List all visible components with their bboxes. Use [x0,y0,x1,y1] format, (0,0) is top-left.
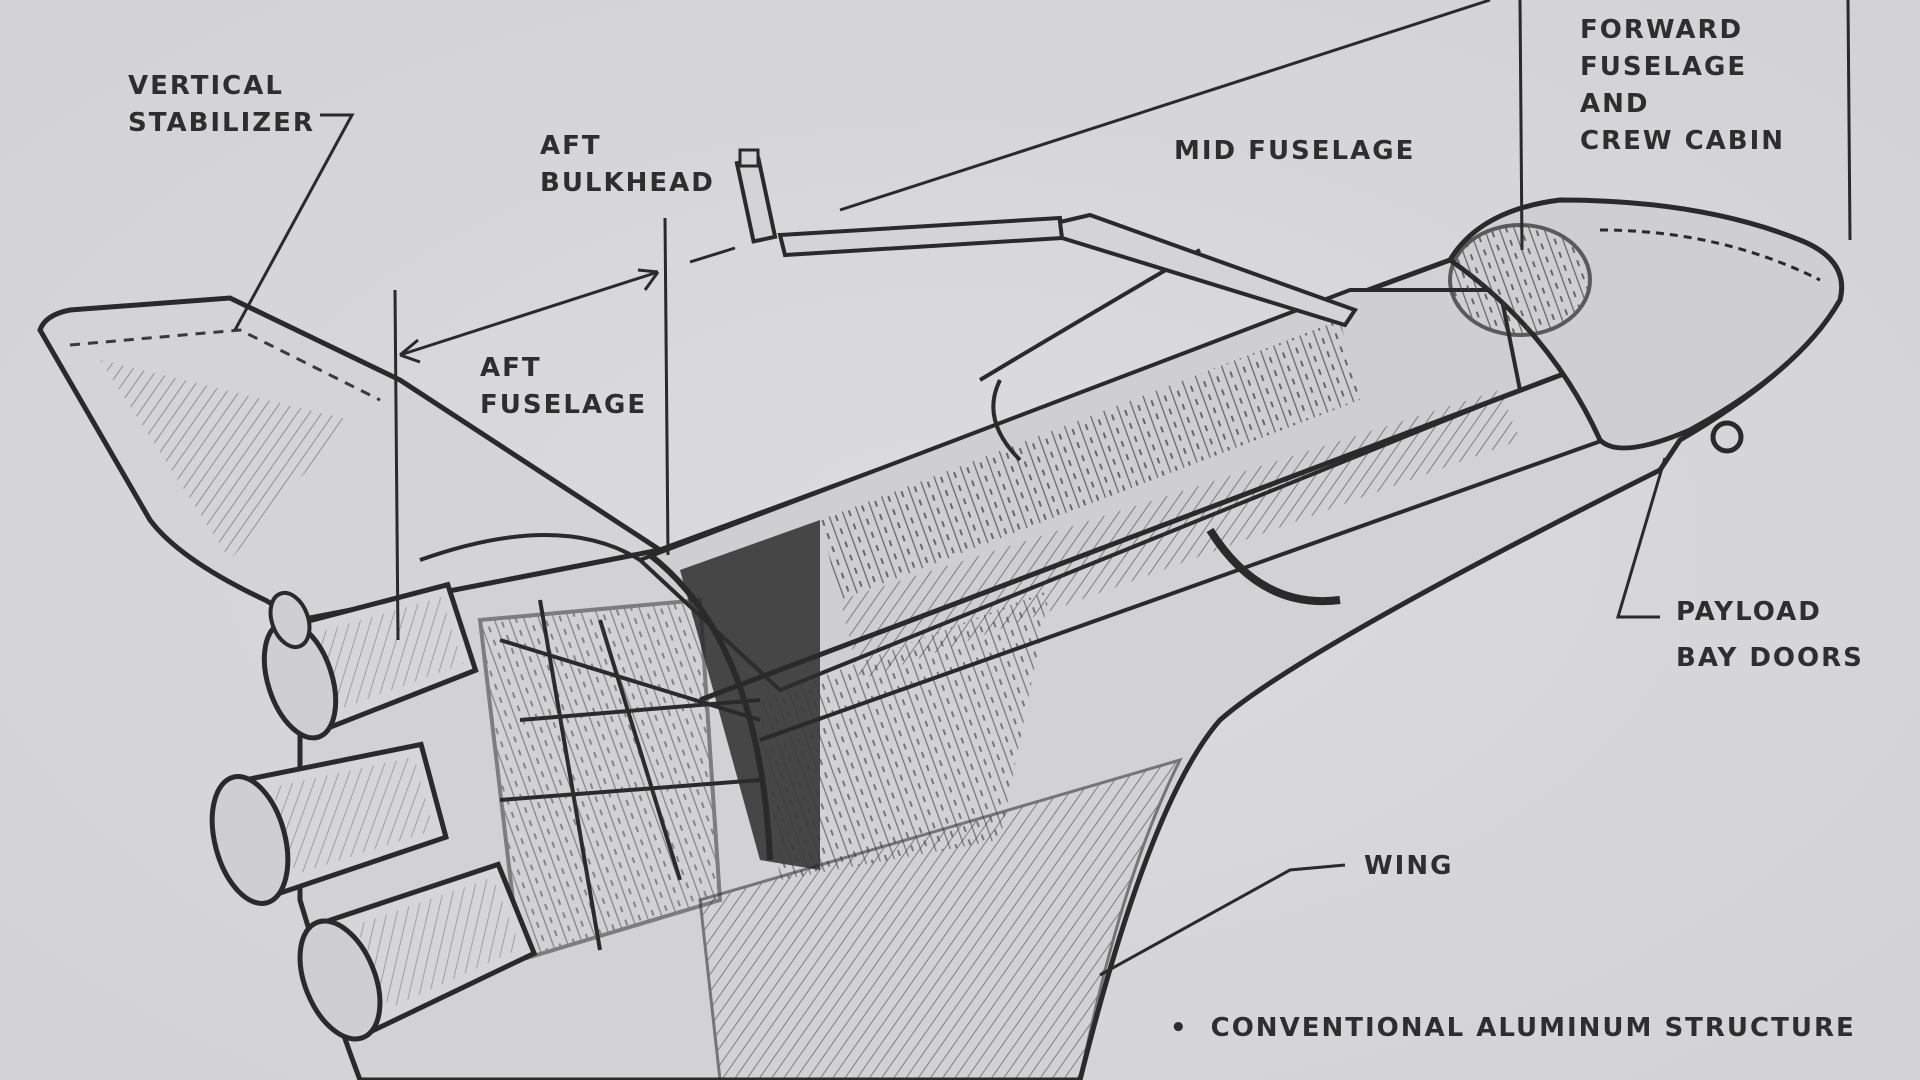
label-aft-fuselage: AFT FUSELAGE [480,350,647,424]
label-vertical-stabilizer-line1: VERTICAL [128,71,284,101]
label-aft-fuselage-line2: FUSELAGE [480,389,648,420]
leader-lines [233,0,1852,977]
footnote: • CONVENTIONAL ALUMINUM STRUCTURE [1170,1010,1856,1047]
label-forward-fuselage-line1: FORWARD [1580,15,1744,45]
label-forward-fuselage-line4: CREW CABIN [1580,125,1786,156]
footnote-text: CONVENTIONAL ALUMINUM STRUCTURE [1210,1013,1856,1043]
label-vertical-stabilizer: VERTICAL STABILIZER [128,68,315,142]
manipulator-arm [734,148,1359,328]
label-payload-bay-doors-line2: BAY DOORS [1676,642,1864,673]
forward-fuselage-shape [1446,197,1845,454]
label-aft-bulkhead-line1: AFT [540,131,602,161]
label-forward-fuselage-line3: AND [1580,88,1650,119]
label-aft-bulkhead: AFT BULKHEAD [540,128,715,202]
aft-bulkhead-frame [648,552,773,861]
label-aft-fuselage-line1: AFT [480,353,542,383]
label-payload-bay-doors: PAYLOAD BAY DOORS [1676,590,1864,681]
label-forward-fuselage-line2: FUSELAGE [1580,51,1748,82]
label-aft-bulkhead-line2: BULKHEAD [540,167,715,198]
footnote-bullet: • [1170,1013,1189,1043]
aft-fuselage-truss [477,597,761,963]
label-payload-bay-doors-line1: PAYLOAD [1676,597,1822,627]
label-wing: WING [1364,851,1454,881]
main-engines [209,581,538,1042]
label-vertical-stabilizer-line2: STABILIZER [128,107,315,138]
label-forward-fuselage: FORWARD FUSELAGE AND CREW CABIN [1580,12,1785,160]
label-mid-fuselage: MID FUSELAGE [1174,136,1416,166]
